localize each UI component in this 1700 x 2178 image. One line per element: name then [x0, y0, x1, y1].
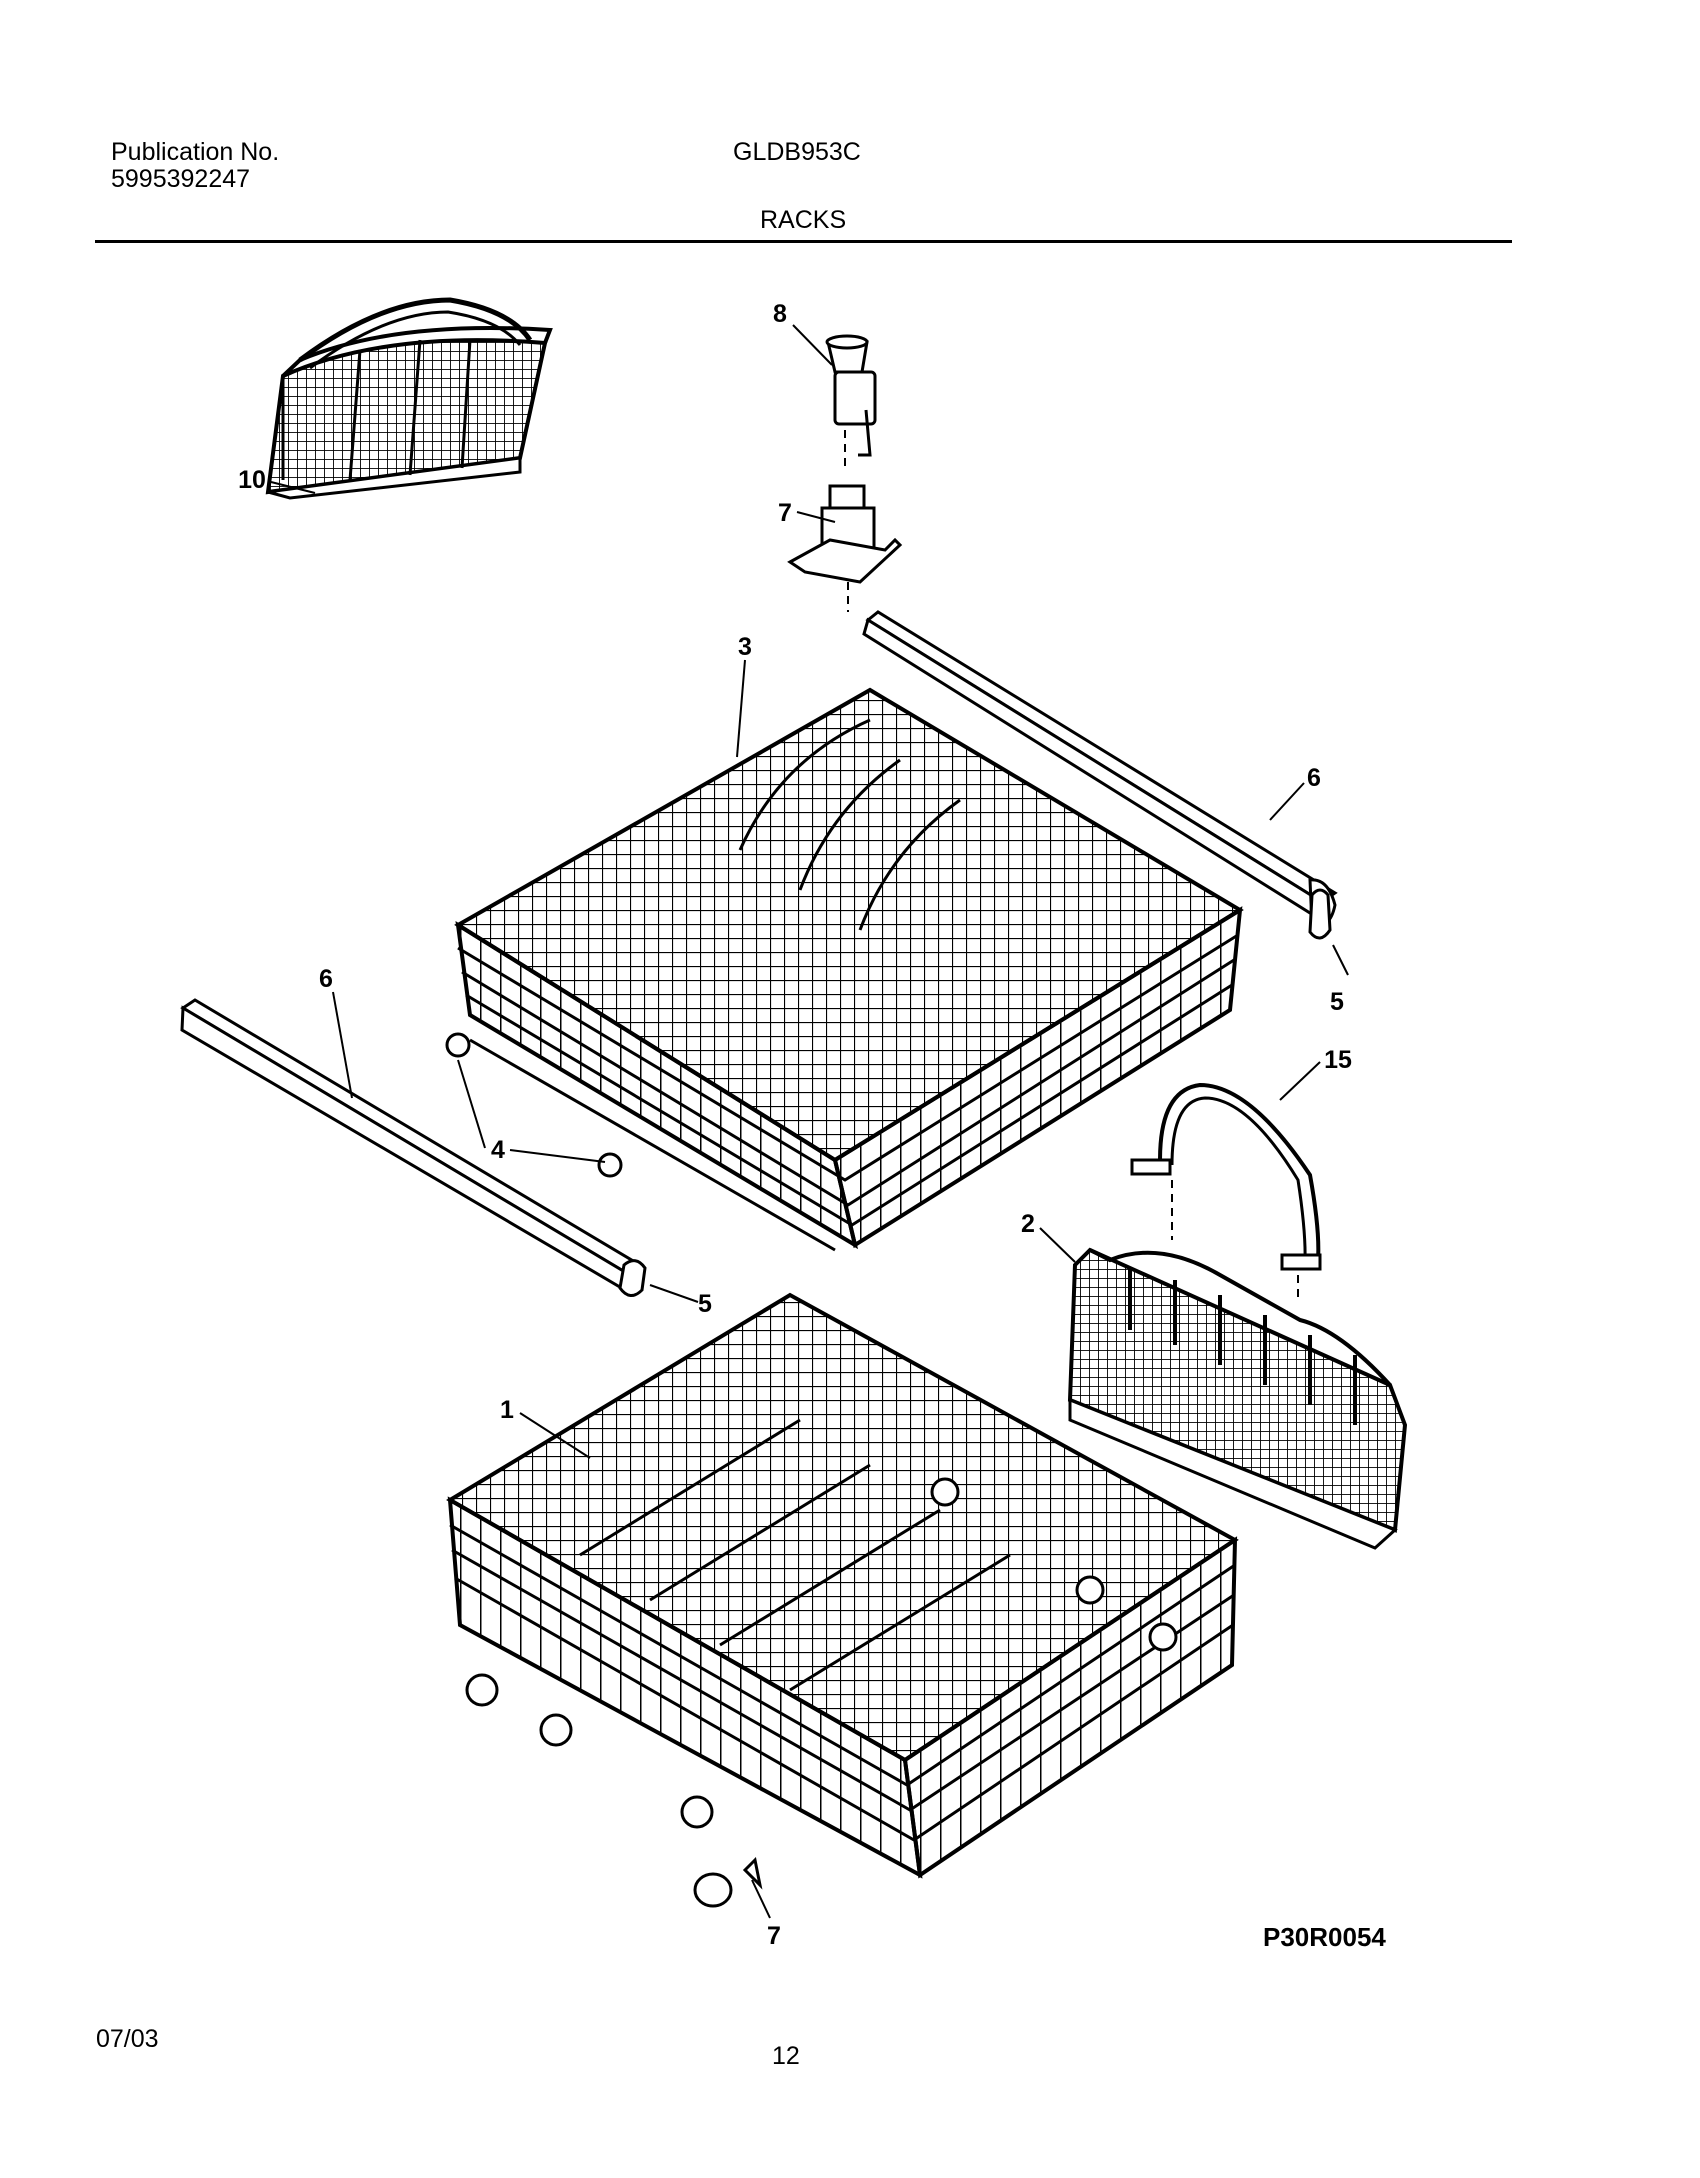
page-number: 12	[772, 2042, 800, 2070]
lower-rack-wheels	[465, 1477, 1178, 1829]
callout-3: 3	[738, 633, 752, 661]
spray-nozzle	[825, 334, 877, 470]
callout-8: 7	[778, 499, 792, 527]
callout-7: 7	[767, 1922, 781, 1950]
model-number: GLDB953C	[733, 138, 861, 166]
publication-number: 5995392247	[111, 165, 251, 193]
rail-end-cap-left	[618, 1259, 647, 1297]
wheel-and-axle	[693, 1856, 763, 1908]
rail-end-cap-right	[1308, 888, 1332, 940]
callout-6-left: 6	[319, 965, 333, 993]
upper-rack	[454, 687, 1244, 1252]
callout-6-upper: 6	[1307, 764, 1321, 792]
lower-rack	[446, 1292, 1239, 1879]
diagram-id: P30R0054	[1263, 1922, 1386, 1952]
upper-rack-wheels	[445, 1032, 623, 1178]
callout-leaders	[270, 324, 1349, 1919]
callout-1: 1	[500, 1396, 514, 1424]
silverware-basket-small	[265, 297, 553, 500]
basket-handle	[1130, 1082, 1322, 1300]
callout-5-left: 5	[698, 1290, 712, 1318]
silverware-basket	[1067, 1247, 1408, 1550]
callout-4: 4	[491, 1136, 505, 1164]
callout-2: 2	[1021, 1210, 1035, 1238]
header-rule	[95, 240, 1512, 243]
footer-date: 07/03	[96, 2025, 159, 2053]
callout-15: 15	[1324, 1046, 1352, 1074]
callout-10: 10	[238, 466, 266, 494]
spray-arm-mount	[787, 484, 903, 612]
callout-5-upper: 5	[1330, 988, 1344, 1016]
callout-9: 8	[773, 300, 787, 328]
section-title: RACKS	[760, 206, 847, 234]
publication-label: Publication No.	[111, 138, 280, 166]
